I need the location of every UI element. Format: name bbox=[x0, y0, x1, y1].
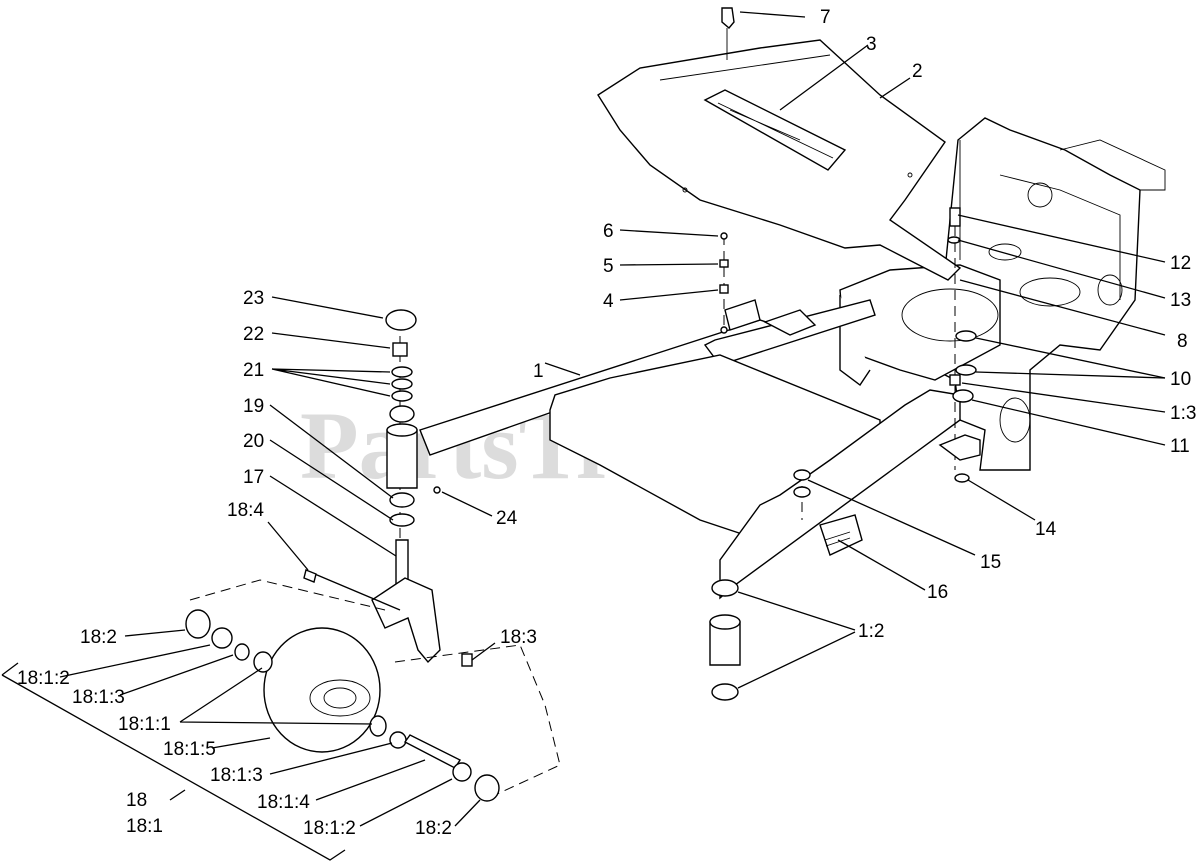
wheel-assembly bbox=[185, 579, 561, 802]
callout-16: 16 bbox=[927, 582, 948, 603]
callout-13: 13 bbox=[1170, 290, 1191, 311]
callout-12: 12 bbox=[1170, 253, 1191, 274]
callout-14: 14 bbox=[1035, 519, 1057, 540]
caster-stack bbox=[385, 309, 441, 560]
callout-3: 3 bbox=[866, 34, 877, 55]
callout-20: 20 bbox=[243, 431, 264, 452]
callout-8: 8 bbox=[1177, 331, 1188, 352]
callout-1-2: 1:2 bbox=[858, 621, 884, 642]
callout-18-4: 18:4 bbox=[227, 500, 264, 521]
callout-18-3: 18:3 bbox=[500, 627, 537, 648]
callout-23: 23 bbox=[243, 288, 264, 309]
callout-15: 15 bbox=[980, 552, 1001, 573]
callout-2: 2 bbox=[912, 61, 923, 82]
callout-1: 1 bbox=[533, 361, 544, 382]
callout-18: 18 bbox=[126, 790, 147, 811]
callout-18-1-1: 18:1:1 bbox=[118, 714, 171, 735]
pivot-fasteners bbox=[938, 207, 981, 483]
leader-lines bbox=[59, 11, 1166, 827]
callout-18-1-3-bottom: 18:1:3 bbox=[210, 765, 263, 786]
key-part bbox=[721, 7, 735, 60]
group-bracket-18 bbox=[1, 662, 346, 861]
callout-4: 4 bbox=[603, 291, 614, 312]
callout-24: 24 bbox=[496, 508, 518, 529]
spacer-tube bbox=[709, 579, 741, 701]
callout-labels: 7 3 2 6 5 4 1 12 13 8 10 1:3 11 14 15 16… bbox=[17, 7, 1196, 839]
callout-10: 10 bbox=[1170, 369, 1191, 390]
callout-22: 22 bbox=[243, 324, 264, 345]
callout-5: 5 bbox=[603, 256, 614, 277]
callout-18-1-3-top: 18:1:3 bbox=[72, 687, 125, 708]
callout-18-1-2-bottom: 18:1:2 bbox=[303, 818, 356, 839]
callout-11: 11 bbox=[1170, 436, 1190, 457]
callout-17: 17 bbox=[243, 467, 264, 488]
caster-fork bbox=[303, 539, 473, 667]
fasteners-4-5-6 bbox=[719, 232, 729, 334]
callout-18-2-bottom: 18:2 bbox=[415, 818, 452, 839]
callout-21: 21 bbox=[243, 360, 264, 381]
callout-1-3: 1:3 bbox=[1170, 403, 1196, 424]
callout-18-1-5: 18:1:5 bbox=[163, 739, 216, 760]
callout-18-1: 18:1 bbox=[126, 816, 163, 837]
floor-pan bbox=[597, 39, 962, 281]
callout-18-1-2-top: 18:1:2 bbox=[17, 668, 70, 689]
callout-19: 19 bbox=[243, 396, 264, 417]
callout-7: 7 bbox=[820, 7, 831, 28]
callout-6: 6 bbox=[603, 221, 614, 242]
callout-18-1-4: 18:1:4 bbox=[257, 792, 310, 813]
bushing-15 bbox=[793, 469, 811, 520]
callout-18-2-top: 18:2 bbox=[80, 627, 117, 648]
